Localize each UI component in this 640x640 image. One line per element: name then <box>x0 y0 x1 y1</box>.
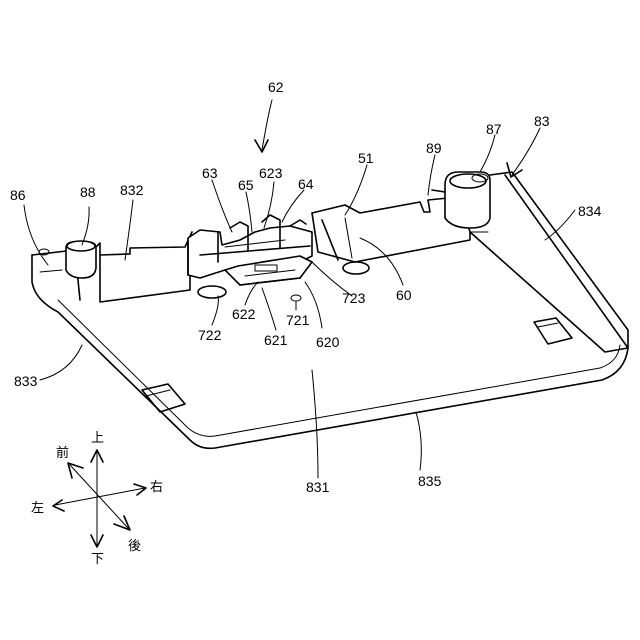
direction-indicator <box>53 450 146 547</box>
label-88: 88 <box>80 184 96 200</box>
left-post <box>39 241 96 278</box>
label-620: 620 <box>316 334 340 350</box>
label-721: 721 <box>286 312 310 328</box>
label-831: 831 <box>306 479 330 495</box>
label-832: 832 <box>120 182 144 198</box>
left-side-wall <box>32 232 192 302</box>
direction-right: 右 <box>150 480 163 495</box>
right-post <box>432 172 490 228</box>
label-86: 86 <box>10 187 26 203</box>
label-722: 722 <box>198 327 222 343</box>
label-62: 62 <box>268 79 284 95</box>
label-833: 833 <box>14 373 38 389</box>
label-623: 623 <box>259 165 283 181</box>
direction-down: 下 <box>91 552 104 567</box>
label-83: 83 <box>534 113 550 129</box>
label-64: 64 <box>298 176 314 192</box>
direction-back: 後 <box>128 539 141 554</box>
label-622: 622 <box>232 306 256 322</box>
label-723: 723 <box>342 290 366 306</box>
label-834: 834 <box>578 203 602 219</box>
label-835: 835 <box>418 473 442 489</box>
direction-up: 上 <box>91 431 104 446</box>
label-65: 65 <box>238 177 254 193</box>
label-89: 89 <box>426 140 442 156</box>
direction-front: 前 <box>56 445 69 461</box>
base-plate <box>32 175 628 448</box>
label-63: 63 <box>202 165 218 181</box>
label-51: 51 <box>358 150 374 166</box>
direction-left: 左 <box>31 501 44 516</box>
label-60: 60 <box>396 287 412 303</box>
label-621: 621 <box>264 332 288 348</box>
label-87: 87 <box>486 121 502 137</box>
